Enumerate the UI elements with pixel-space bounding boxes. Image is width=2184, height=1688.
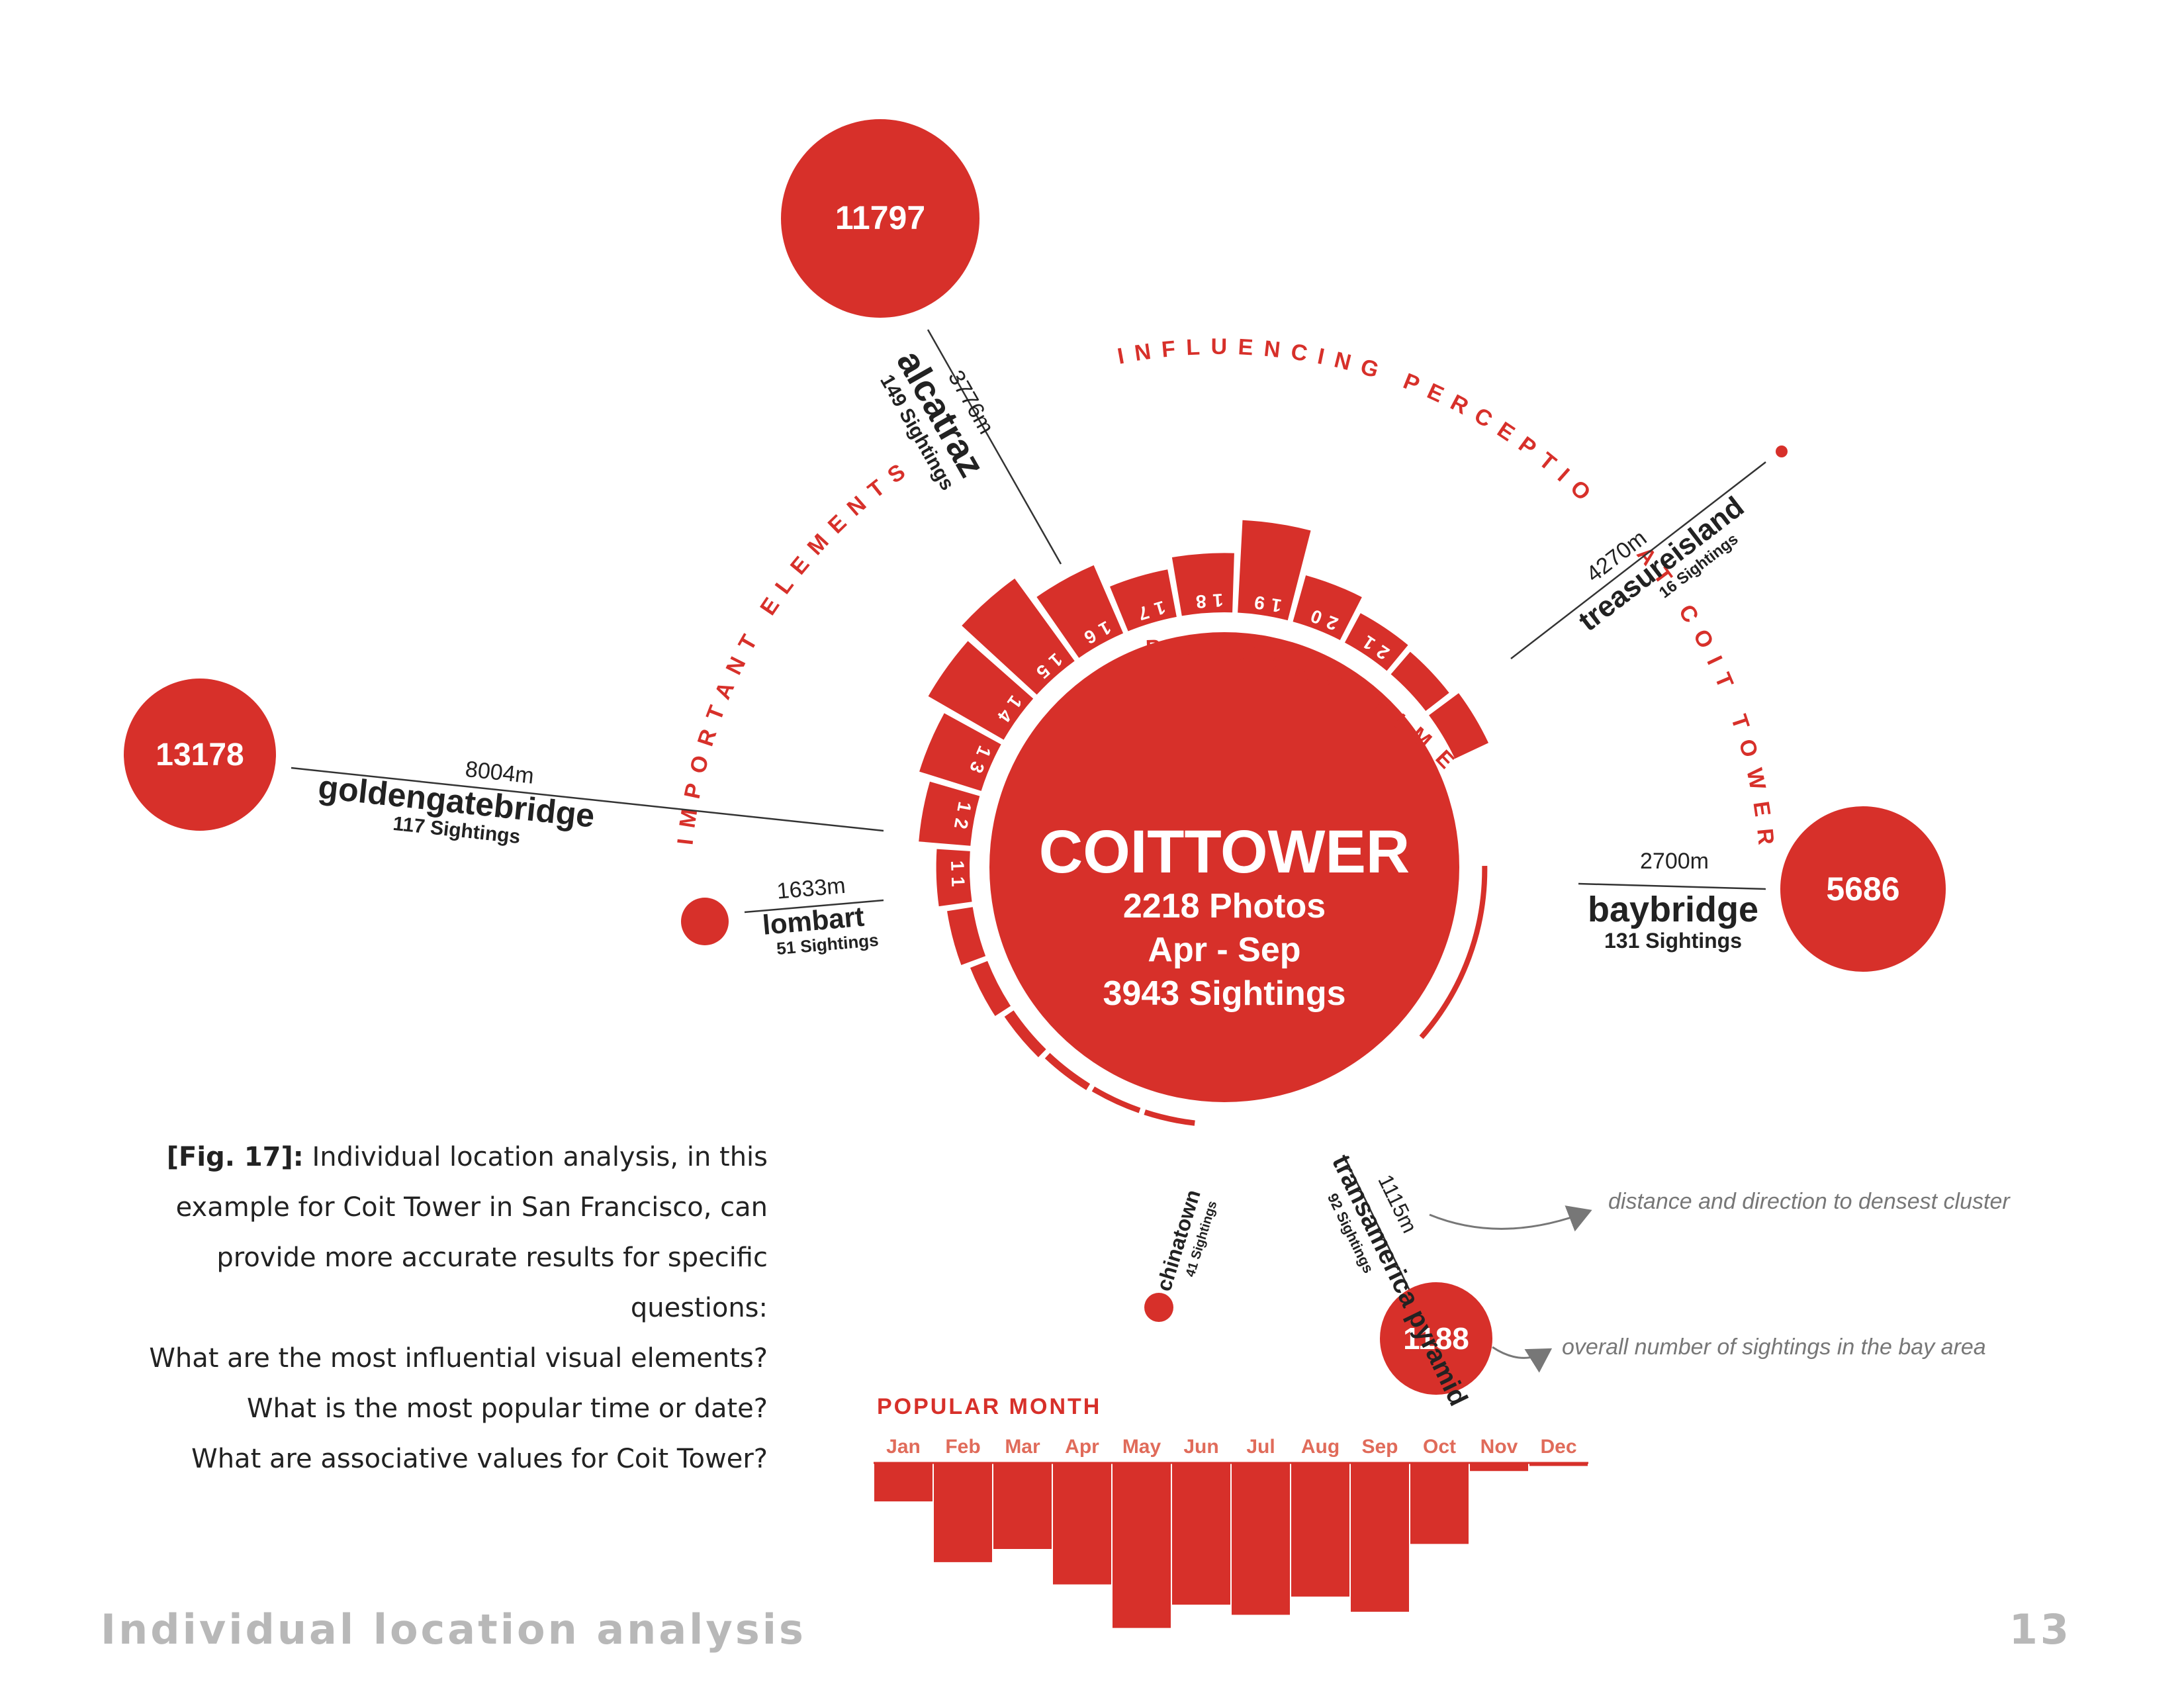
direction-line-alcatraz [927, 329, 1062, 565]
hour-label-18: 18 [1189, 590, 1224, 612]
month-label-aug: Aug [1301, 1436, 1340, 1458]
month-chart-title: POPULAR MONTH [877, 1394, 1101, 1419]
outer-ring-arc [1419, 866, 1488, 1039]
landmark-name-baybridge: baybridge [1588, 890, 1758, 929]
month-bar-mar [993, 1463, 1052, 1549]
total-circle-treasureisland [1776, 445, 1788, 457]
caption-body: Individual location analysis, in this ex… [175, 1142, 768, 1323]
footer-title: Individual location analysis [101, 1605, 806, 1654]
center-photos: 2218 Photos [1123, 887, 1326, 925]
center-name: COITTOWER [1039, 818, 1410, 886]
arc-label-important-elements: IMPORTANT ELEMENTS [672, 453, 918, 846]
figure-caption: [Fig. 17]: Individual location analysis,… [132, 1132, 768, 1484]
note-distance: distance and direction to densest cluste… [1608, 1189, 2011, 1214]
hour-bar-16 [1036, 565, 1124, 658]
direction-line-lombart [744, 899, 884, 914]
month-label-feb: Feb [945, 1436, 980, 1458]
month-bar-jul [1232, 1463, 1290, 1615]
month-bar-aug [1291, 1463, 1349, 1597]
hour-bar-8 [1004, 1010, 1046, 1058]
total-value-baybridge: 5686 [1826, 870, 1899, 908]
month-bar-feb [934, 1463, 992, 1562]
hour-label-11: 11 [947, 860, 969, 894]
note-arrow-distance [1429, 1205, 1592, 1232]
landmark-sightings-baybridge: 131 Sightings [1604, 929, 1742, 953]
landmark-baybridge: 5686 2700m baybridge 131 Sightings [1578, 806, 1946, 972]
total-value-transamerica: 1188 [1403, 1321, 1469, 1356]
hour-bar-23 [1429, 693, 1489, 759]
landmark-lombart: 1633m lombart 51 Sightings [681, 873, 884, 959]
month-label-may: May [1122, 1436, 1161, 1458]
month-label-dec: Dec [1540, 1436, 1576, 1458]
distance-lombart: 1633m [776, 873, 846, 904]
month-label-mar: Mar [1005, 1436, 1040, 1458]
direction-line-baybridge [1578, 882, 1766, 890]
distance-baybridge: 2700m [1640, 849, 1709, 874]
hour-bar-21 [1344, 613, 1408, 671]
month-label-sep: Sep [1361, 1436, 1398, 1458]
distance-goldengatebridge: 8004m [464, 757, 535, 789]
page-number: 13 [2009, 1605, 2071, 1654]
month-bar-sep [1351, 1463, 1409, 1612]
month-bar-dec [1529, 1463, 1588, 1466]
hour-bar-15 [962, 578, 1075, 695]
caption-question-1: What are the most influential visual ele… [149, 1343, 768, 1374]
hour-bar-6 [1091, 1086, 1141, 1113]
hour-bar-22 [1390, 651, 1449, 712]
landmark-transamerica-pyramid: 1188 1115m transamerica pyramid 92 Sight… [1324, 1150, 1492, 1411]
month-bar-may [1113, 1463, 1171, 1628]
total-circle-lombart [681, 898, 729, 945]
total-circle-transamerica [1380, 1282, 1492, 1395]
hour-bar-14 [928, 641, 1034, 740]
hour-bar-11 [936, 849, 972, 907]
total-value-alcatraz: 11797 [835, 199, 925, 236]
hour-bar-13 [919, 713, 1001, 791]
caption-question-2: What is the most popular time or date? [246, 1393, 768, 1424]
popular-month-chart: POPULAR MONTH Jan Feb Mar Apr May Jun Jul Aug Se… [874, 1394, 1588, 1628]
month-label-nov: Nov [1480, 1436, 1518, 1458]
hour-bar-18 [1171, 553, 1234, 616]
total-circle-alcatraz [781, 119, 979, 318]
landmark-alcatraz: 11797 3776m alcatraz 149 Sightings [781, 119, 1062, 565]
hour-bar-10 [947, 907, 986, 965]
month-bar-nov [1470, 1463, 1528, 1472]
month-bar-apr [1053, 1463, 1111, 1585]
total-circle-goldengatebridge [124, 679, 276, 831]
total-circle-baybridge [1780, 806, 1946, 972]
center-sightings: 3943 Sightings [1103, 974, 1346, 1013]
note-arrow-total [1492, 1346, 1553, 1373]
total-circle-chinatown [1144, 1293, 1173, 1322]
landmark-goldengatebridge: 13178 8004m goldengatebridge 117 Sightin… [124, 679, 884, 848]
direction-line-goldengatebridge [291, 767, 884, 832]
total-value-goldengatebridge: 13178 [156, 737, 244, 773]
month-label-jul: Jul [1246, 1436, 1275, 1458]
hour-bar-20 [1293, 575, 1362, 640]
landmark-chinatown: chinatown 41 Sightings [1144, 1187, 1220, 1322]
figure-label: [Fig. 17]: [166, 1142, 304, 1172]
center-season: Apr - Sep [1148, 931, 1300, 969]
month-label-jun: Jun [1183, 1436, 1218, 1458]
hour-bar-17 [1110, 569, 1177, 632]
caption-question-3: What are associative values for Coit Tow… [191, 1444, 768, 1474]
hour-bar-9 [970, 961, 1011, 1016]
center-circle [989, 632, 1459, 1102]
month-bar-oct [1410, 1463, 1469, 1544]
month-bar-jun [1172, 1463, 1230, 1605]
legend-notes: distance and direction to densest cluste… [1429, 1189, 2011, 1373]
hour-bar-12 [919, 781, 980, 846]
month-bar-jan [874, 1463, 933, 1502]
direction-line-treasureisland [1510, 461, 1766, 659]
hour-bar-19 [1238, 520, 1311, 621]
note-total: overall number of sightings in the bay a… [1562, 1335, 1986, 1360]
month-label-oct: Oct [1423, 1436, 1456, 1458]
direction-line-transamerica [1345, 1161, 1418, 1305]
month-label-jan: Jan [886, 1436, 921, 1458]
hour-label-19: 19 [1246, 591, 1283, 616]
hour-bar-7 [1044, 1053, 1091, 1090]
month-label-apr: Apr [1065, 1436, 1099, 1458]
hour-bar-5 [1144, 1109, 1195, 1126]
